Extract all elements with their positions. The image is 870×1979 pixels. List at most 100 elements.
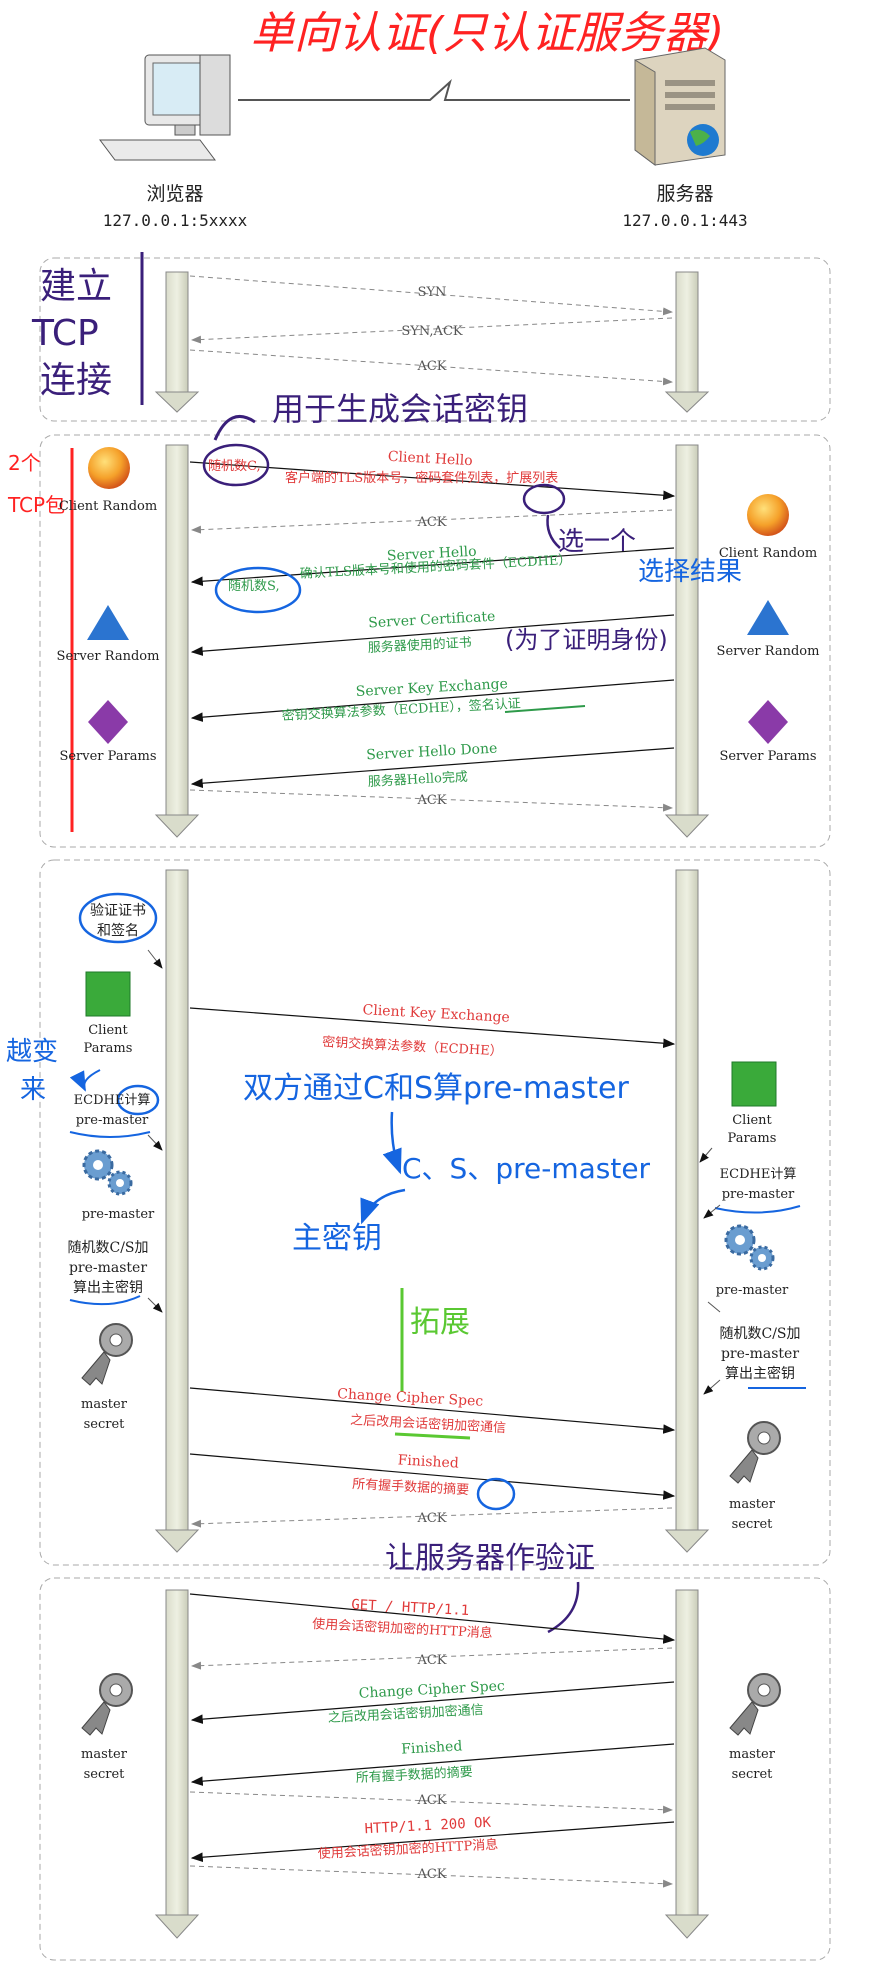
underline	[714, 1205, 801, 1214]
server-hello-title: Server Hello	[387, 544, 478, 565]
resp-arrow	[190, 1821, 675, 1862]
master-secret-label: secret	[84, 1767, 126, 1782]
client-lifeline-arrow	[154, 1914, 200, 1939]
highlight-circle	[78, 892, 158, 944]
pointer-line	[707, 1301, 721, 1313]
side-annotation-line: TCP包	[7, 493, 65, 517]
client-lifeline	[165, 869, 189, 1531]
verify-cert-label: 和签名	[97, 922, 139, 939]
ccs-arrow	[189, 1387, 676, 1434]
highlight-circle	[476, 1477, 516, 1511]
client-lifeline	[165, 1589, 189, 1916]
server-kx-title: Server Key Exchange	[355, 676, 508, 700]
cs-premaster-annotation: C、S、pre-master	[402, 1152, 651, 1185]
hello-panel	[39, 434, 831, 848]
server-lifeline-arrow	[664, 1914, 710, 1939]
server-params-icon	[748, 700, 788, 744]
right-label: Server Params	[719, 749, 816, 764]
server-params-label: Client	[732, 1113, 772, 1128]
left-label: Server Params	[59, 749, 156, 764]
side-annotation-line: 2个	[8, 451, 41, 475]
server-hello-done-arrow	[190, 747, 675, 788]
ack-label: ACK	[416, 793, 446, 808]
finished-arrow	[189, 1453, 676, 1500]
resp-desc: 使用会话密钥加密的HTTP消息	[317, 1837, 498, 1862]
hello-top-annotation: 用于生成会话密钥	[272, 390, 528, 428]
ack-label: ACK	[416, 515, 446, 530]
server-ecdhe-label: pre-master	[722, 1187, 795, 1202]
client-lifeline-arrow	[154, 1529, 200, 1553]
highlight-circle	[116, 1084, 160, 1116]
master-secret-label: master	[729, 1497, 776, 1512]
tcp-annotation-line: TCP	[31, 313, 99, 354]
master-secret-label: secret	[84, 1417, 126, 1432]
ccs-title: Change Cipher Spec	[337, 1386, 484, 1410]
gear-icon	[724, 1224, 775, 1271]
server-random-icon	[87, 605, 129, 640]
annotation-pointer	[69, 1069, 101, 1092]
server-hello-done-title: Server Hello Done	[366, 741, 498, 764]
ack-label: ACK	[416, 359, 446, 374]
server-addr: 127.0.0.1:443	[622, 211, 747, 230]
ack-arrow	[191, 509, 673, 534]
server-finished-arrow	[190, 1743, 675, 1786]
server-verify-annotation: 让服务器作验证	[385, 1541, 595, 1576]
master-secret-label: secret	[732, 1767, 774, 1782]
server-cert-arrow	[190, 614, 675, 656]
tcp-annotation-line: 连接	[40, 360, 112, 401]
server-ccs-desc: 之后改用会话密钥加密通信	[327, 1702, 484, 1726]
ecdhe-calc-label: pre-master	[76, 1113, 149, 1128]
server-hello-rand: 随机数S,	[228, 579, 280, 594]
gear-icon	[82, 1149, 133, 1196]
server-icon	[634, 47, 726, 166]
ack-label: ACK	[416, 1653, 446, 1668]
client-random-icon	[747, 494, 789, 536]
client-kx-title: Client Key Exchange	[362, 1002, 510, 1026]
server-kx-arrow	[190, 679, 675, 722]
synack-arrow	[191, 317, 673, 344]
client-hello-title: Client Hello	[387, 449, 473, 469]
browser-label: 浏览器	[146, 183, 203, 205]
derive-right-label: 随机数C/S加	[719, 1326, 800, 1342]
pointer-arrow	[703, 1204, 721, 1219]
server-lifeline	[675, 444, 699, 816]
key-icon	[729, 1421, 781, 1484]
keyx-panel	[39, 859, 831, 1566]
highlight-circle	[214, 566, 302, 614]
server-hello-done-desc: 服务器Hello完成	[367, 769, 468, 790]
client-params-icon	[731, 1061, 777, 1107]
client-params-label: Client	[88, 1023, 128, 1038]
ack-arrow	[191, 1647, 673, 1670]
underline	[394, 1432, 471, 1440]
left-label: Server Random	[57, 649, 160, 664]
syn-label: SYN	[418, 285, 447, 300]
client-hello-arrow	[189, 461, 676, 501]
both-sides-annotation: 双方通过C和S算pre-master	[243, 1071, 629, 1106]
premaster-label: pre-master	[82, 1207, 155, 1222]
ack-arrow	[191, 1507, 673, 1528]
pointer-arrow	[147, 1134, 163, 1151]
verify-cert-label: 验证证书	[90, 903, 146, 919]
server-hello-arrow	[190, 547, 675, 587]
hello-side-annotation: 2个 TCP包	[7, 451, 65, 517]
derive-left-label: 算出主密钥	[73, 1279, 143, 1296]
server-ecdhe-label: ECDHE计算	[720, 1167, 797, 1182]
server-cert-title: Server Certificate	[368, 609, 496, 632]
right-label: Client Random	[719, 546, 817, 561]
client-lifeline	[165, 271, 189, 393]
data-panel	[39, 1577, 831, 1961]
master-secret-label: master	[81, 1397, 128, 1412]
left-label: Client Random	[59, 499, 157, 514]
calc-annotation: 来	[20, 1075, 46, 1105]
server-finished-title: Finished	[401, 1738, 463, 1757]
client-random-icon	[88, 447, 130, 489]
underline	[69, 1131, 151, 1138]
derive-left-label: 随机数C/S加	[67, 1240, 148, 1256]
server-lifeline	[675, 271, 699, 393]
pointer-arrow	[147, 949, 163, 969]
master-secret-label: secret	[732, 1517, 774, 1532]
derive-right-label: pre-master	[721, 1346, 799, 1362]
server-ccs-arrow	[190, 1681, 675, 1724]
client-lifeline	[165, 444, 189, 816]
